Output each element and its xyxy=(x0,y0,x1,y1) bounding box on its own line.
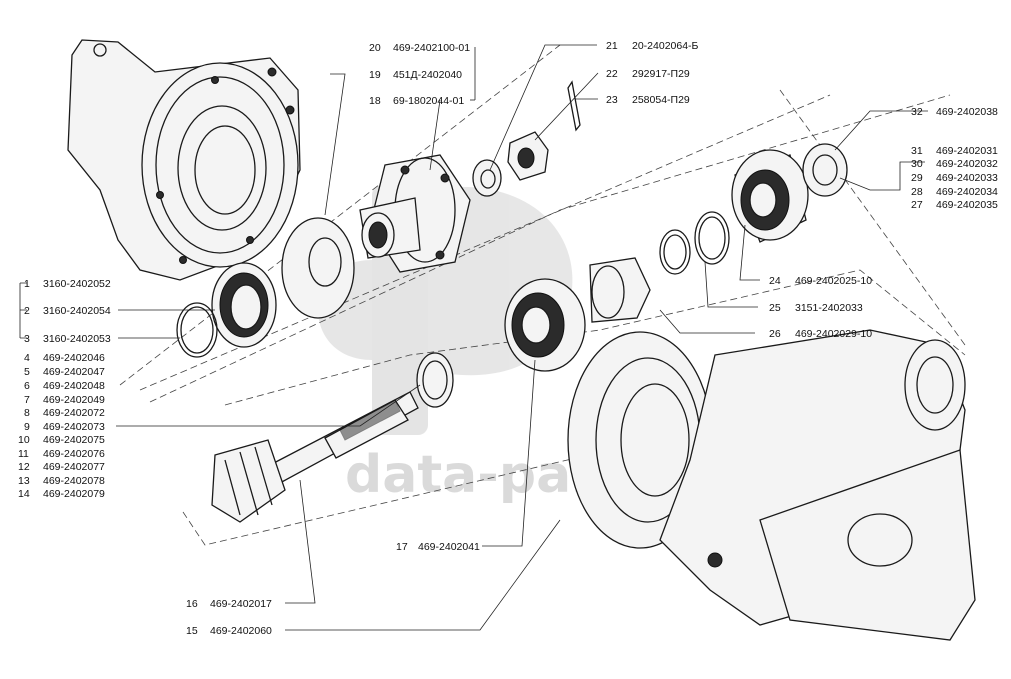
adjusting-shim xyxy=(659,229,691,275)
callout-number: 32 xyxy=(911,106,923,118)
callout-number: 11 xyxy=(18,448,29,460)
callout-number: 17 xyxy=(396,541,408,553)
callout-part-number: 469-2402075 xyxy=(43,434,105,446)
callout-part-number: 3151-2402033 xyxy=(795,302,863,314)
drive-pinion xyxy=(211,391,419,523)
callout-number: 18 xyxy=(369,95,381,107)
callout-part-number: 469-2402017 xyxy=(210,598,272,610)
callout-number: 15 xyxy=(186,625,198,637)
differential-housing xyxy=(659,329,976,641)
callout-part-number: 469-2402073 xyxy=(43,421,105,433)
washer-small xyxy=(472,159,502,197)
callout-number: 22 xyxy=(606,68,618,80)
callout-number: 25 xyxy=(769,302,781,314)
callout-part-number: 20-2402064-Б xyxy=(632,40,699,52)
callout-part-number: 469-2402047 xyxy=(43,366,105,378)
callout-part-number: 258054-П29 xyxy=(632,94,690,106)
callout-part-number: 469-2402078 xyxy=(43,475,105,487)
callout-number: 16 xyxy=(186,598,198,610)
pinion-bearing-inner xyxy=(731,149,809,243)
callout-part-number: 451Д-2402040 xyxy=(393,69,462,81)
callout-number: 24 xyxy=(769,275,781,287)
callout-part-number: 469-2402072 xyxy=(43,407,105,419)
spacer-washer xyxy=(281,217,355,319)
callout-number: 4 xyxy=(24,352,30,364)
callout-number: 28 xyxy=(911,186,923,198)
pinion-bearing-outer xyxy=(504,278,586,372)
callout-part-number: 469-2402046 xyxy=(43,352,105,364)
callout-part-number: 469-2402049 xyxy=(43,394,105,406)
callout-part-number: 3160-2402054 xyxy=(43,305,111,317)
callout-part-number: 469-2402032 xyxy=(936,158,998,170)
callout-number: 1 xyxy=(24,278,30,290)
callout-part-number: 469-2402035 xyxy=(936,199,998,211)
callout-number: 13 xyxy=(18,475,30,487)
callout-number: 26 xyxy=(769,328,781,340)
companion-flange xyxy=(359,154,471,273)
callout-part-number: 469-2402041 xyxy=(418,541,480,553)
callout-number: 8 xyxy=(24,407,30,419)
callout-part-number: 469-2402033 xyxy=(936,172,998,184)
axle-housing xyxy=(67,39,301,281)
callout-part-number: 3160-2402053 xyxy=(43,333,111,345)
callout-part-number: 469-2402029-10 xyxy=(795,328,872,340)
callout-number: 7 xyxy=(24,394,30,406)
oil-seal xyxy=(211,262,277,348)
callout-part-number: 469-2402060 xyxy=(210,625,272,637)
callout-number: 29 xyxy=(911,172,923,184)
callout-number: 27 xyxy=(911,199,923,211)
callout-number: 6 xyxy=(24,380,30,392)
callout-labels: 1 3160-2402052 2 3160-2402054 3 3160-240… xyxy=(18,40,998,637)
callout-number: 2 xyxy=(24,305,30,317)
lock-washer xyxy=(802,143,848,197)
leader-lines xyxy=(19,44,928,631)
callout-number: 23 xyxy=(606,94,618,106)
callout-number: 30 xyxy=(911,158,923,170)
shim-ring xyxy=(694,211,730,265)
callout-number: 14 xyxy=(18,488,30,500)
callout-number: 5 xyxy=(24,366,30,378)
callout-part-number: 469-2402076 xyxy=(43,448,105,460)
callout-part-number: 469-2402079 xyxy=(43,488,105,500)
callout-number: 10 xyxy=(18,434,30,446)
retaining-ring xyxy=(176,302,218,358)
callout-part-number: 469-2402048 xyxy=(43,380,105,392)
cotter-pin xyxy=(567,80,581,132)
callout-part-number: 69-1802044-01 xyxy=(393,95,464,107)
callout-part-number: 469-2402100-01 xyxy=(393,42,470,54)
callout-number: 9 xyxy=(24,421,30,433)
callout-number: 12 xyxy=(18,461,30,473)
callout-part-number: 469-2402077 xyxy=(43,461,105,473)
castle-nut xyxy=(507,131,549,181)
callout-number: 31 xyxy=(911,145,923,157)
callout-part-number: 469-2402034 xyxy=(936,186,998,198)
callout-number: 3 xyxy=(24,333,30,345)
callout-part-number: 292917-П29 xyxy=(632,68,690,80)
callout-number: 19 xyxy=(369,69,381,81)
callout-part-number: 3160-2402052 xyxy=(43,278,111,290)
callout-number: 20 xyxy=(369,42,381,54)
callout-part-number: 469-2402025-10 xyxy=(795,275,872,287)
callout-number: 21 xyxy=(606,40,618,52)
callout-part-number: 469-2402031 xyxy=(936,145,998,157)
spacer-sleeve xyxy=(589,257,651,323)
callout-part-number: 469-2402038 xyxy=(936,106,998,118)
thrust-washer xyxy=(416,352,454,408)
